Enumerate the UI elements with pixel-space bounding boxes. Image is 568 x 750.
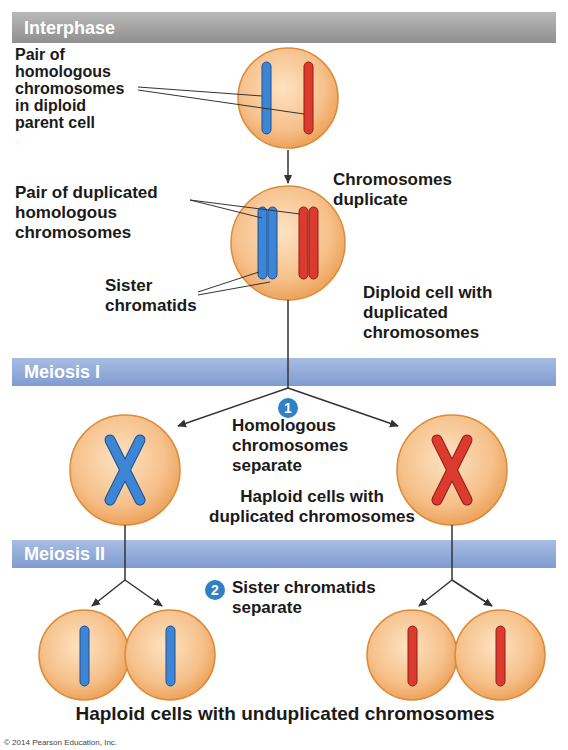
structure-label: Sister chromatids [105,276,205,316]
phase-band: Meiosis II [12,540,556,568]
red-chromosome [408,626,417,686]
band-title: Meiosis II [24,544,105,564]
step-label: Chromosomes duplicate [333,170,473,210]
step-label: Sister chromatids separate [232,578,397,618]
haploid-cell [70,415,180,525]
copyright-note: © 2014 Pearson Education, Inc. [4,738,204,748]
leader-line [198,282,270,295]
band-title: Interphase [24,18,115,38]
red-chromatid [309,207,318,279]
division-arrow [92,580,125,606]
callout-number: 1 [278,398,298,418]
leader-line [138,90,304,114]
daughter-cell [39,610,129,700]
parent-cell [238,48,338,148]
leader-line [190,200,300,214]
blue-x-chromosome [110,440,140,500]
red-x-chromosome [437,440,467,500]
blue-chromosome [166,626,175,686]
blue-chromosome [80,626,89,686]
division-arrow [125,580,162,606]
division-line [451,525,453,580]
phase-band: Meiosis I [12,358,556,386]
structure-label: Pair of homologous chromosomes in diploi… [15,46,135,131]
red-chromosome [304,62,313,134]
red-chromatid [299,207,308,279]
duplication-arrow [287,150,289,183]
callout-number: 2 [205,580,225,600]
red-chromosome [496,626,505,686]
daughter-cell [125,610,215,700]
daughter-cell [367,610,457,700]
division-arrow [452,580,492,606]
phase-band: Interphase [12,12,556,43]
duplicated-cell [231,186,345,300]
blue-chromosome [262,62,271,134]
band-title: Meiosis I [24,362,100,382]
cell-label: Diploid cell with duplicated chromosomes [363,283,528,343]
cell-label: Haploid cells with unduplicated chromoso… [35,703,535,725]
step-label: Homologous chromosomes separate [232,416,362,476]
leader-line [190,200,262,218]
daughter-cell [455,610,545,700]
division-line [124,525,126,580]
structure-label: Pair of duplicated homologous chromosome… [15,183,190,243]
cell-label: Haploid cells with duplicated chromosome… [202,487,422,527]
division-line [287,300,289,388]
blue-chromatid [268,207,277,279]
division-arrow [419,580,452,606]
leader-line [138,87,262,96]
